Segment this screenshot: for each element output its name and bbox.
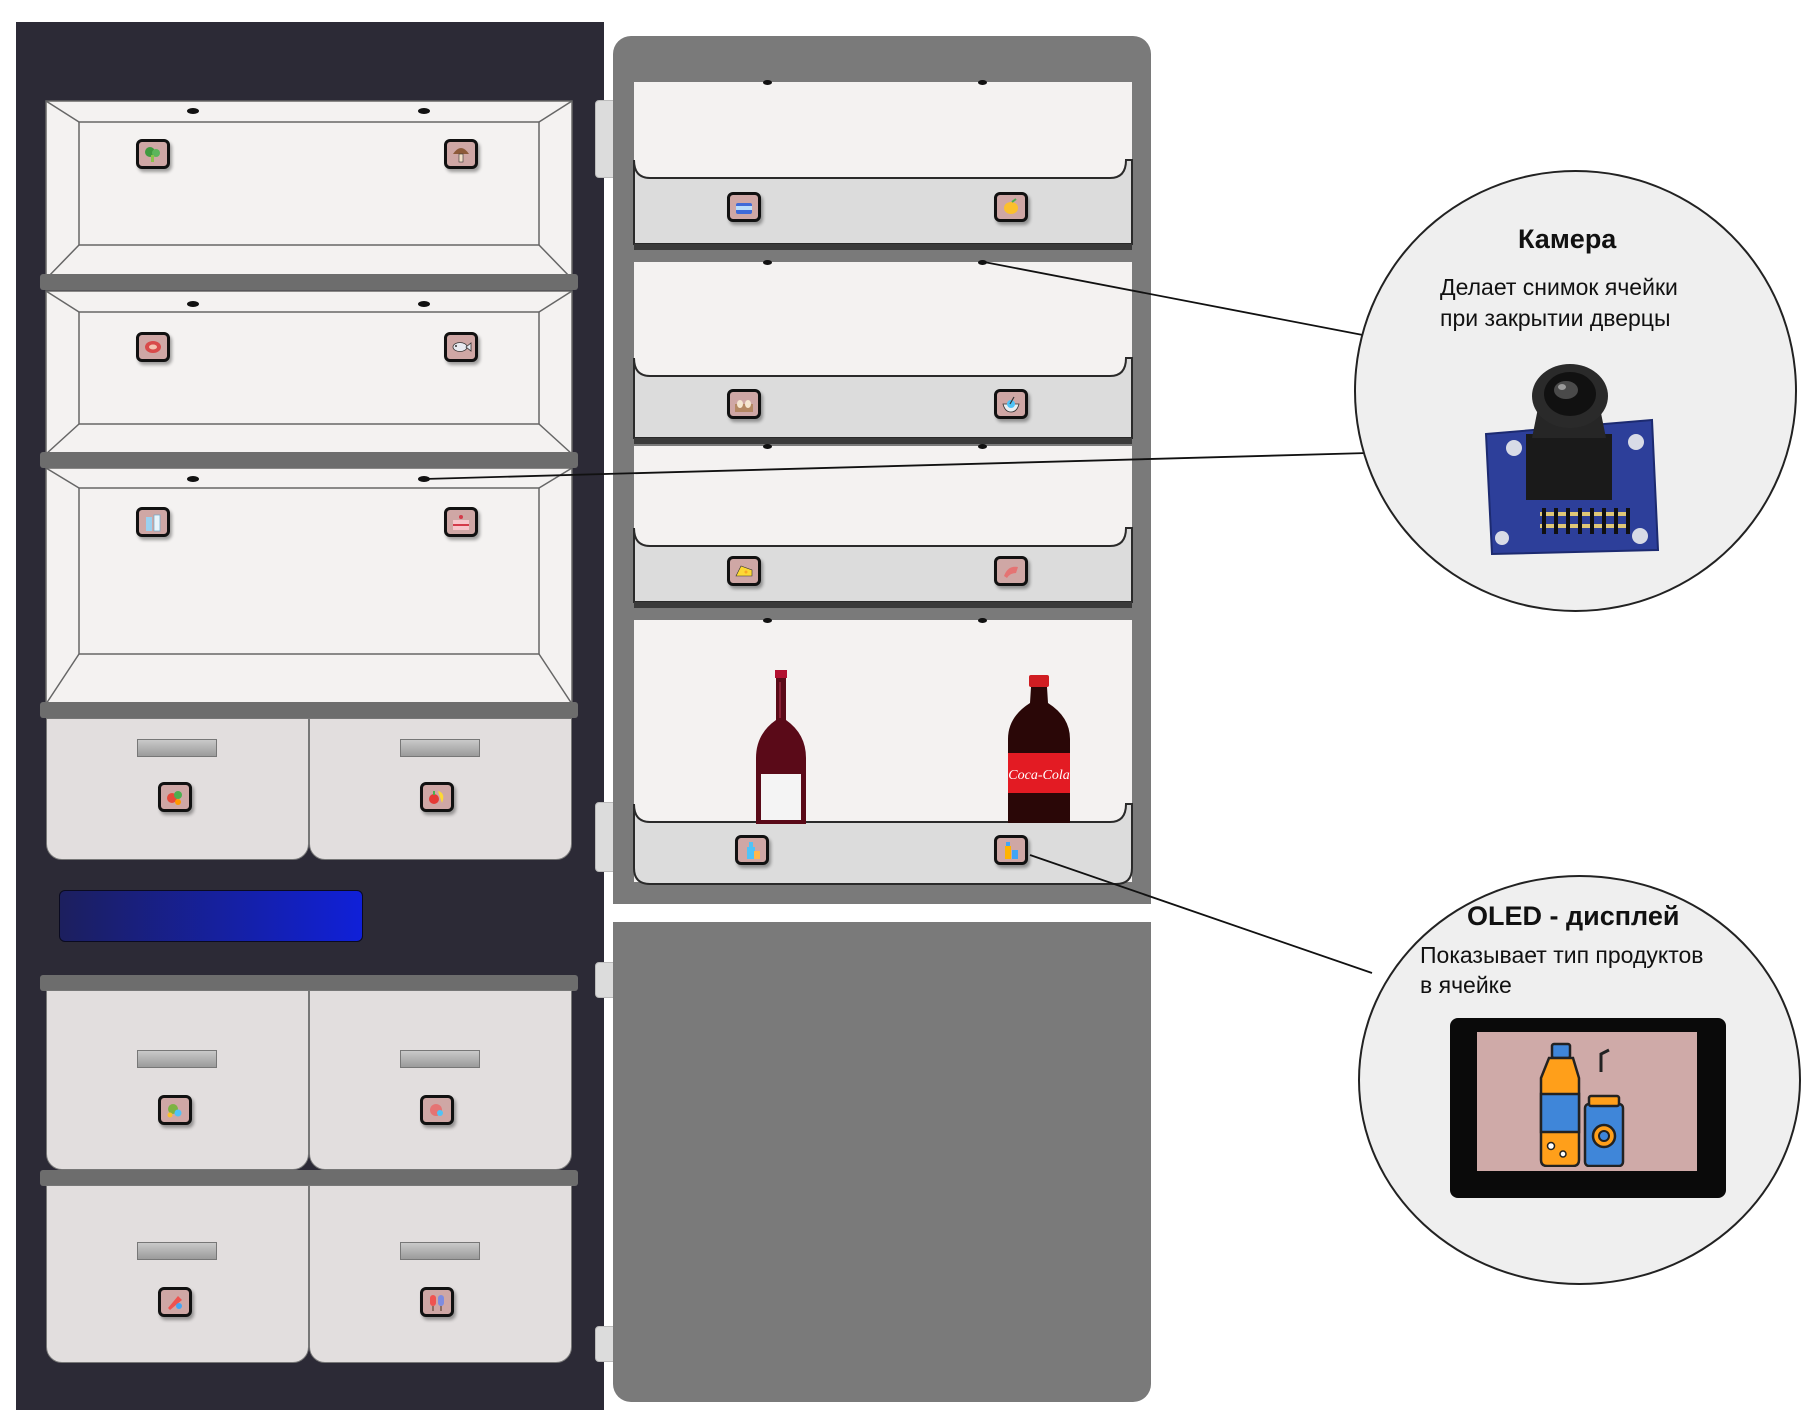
shelf-compartment-2	[45, 290, 573, 455]
tag-citrus	[994, 192, 1028, 222]
tag-frozen-snacks	[158, 1287, 192, 1317]
door-tray-2	[633, 357, 1133, 439]
herbs-icon	[167, 1104, 182, 1118]
oled-desc-line1: Показывает тип продуктов	[1420, 942, 1704, 968]
drinks-display-icon	[1539, 1042, 1625, 1167]
blue-display-panel	[59, 890, 363, 942]
broccoli-icon	[145, 147, 160, 162]
cake-icon	[453, 515, 469, 530]
tag-herbs	[158, 1095, 192, 1125]
wine-bottle-icon	[747, 842, 760, 859]
milk-icon	[146, 514, 161, 532]
camera-dot	[187, 108, 199, 114]
eggs-icon	[735, 400, 753, 412]
camera-dot	[763, 444, 772, 449]
drawer-handle[interactable]	[137, 1242, 217, 1260]
camera-dot	[763, 80, 772, 85]
fridge-shelves	[45, 100, 573, 705]
door-shelf-edge	[634, 602, 1132, 608]
wine-bottle-image	[756, 670, 806, 824]
camera-desc-line1: Делает снимок ячейки	[1440, 274, 1678, 300]
drawer-lower-right-2[interactable]	[309, 1185, 572, 1363]
tag-canned	[727, 192, 761, 222]
camera-dot	[978, 444, 987, 449]
camera-dot	[187, 301, 199, 307]
drawer-lower-left-1[interactable]	[46, 990, 309, 1170]
fridge-door-lower[interactable]	[613, 922, 1151, 1402]
tag-vegetables	[158, 782, 192, 812]
door-tray-3	[633, 527, 1133, 603]
rocket-popsicle-icon	[168, 1296, 182, 1310]
drawer-handle[interactable]	[137, 739, 217, 757]
tag-fish	[444, 332, 478, 362]
camera-dot	[187, 476, 199, 482]
drawer-lower-right-1[interactable]	[309, 990, 572, 1170]
camera-dot	[978, 80, 987, 85]
camera-dot	[418, 108, 430, 114]
tag-dairy	[136, 507, 170, 537]
camera-dot	[978, 260, 987, 265]
door-tray-1	[633, 159, 1133, 245]
tag-seafood	[420, 1095, 454, 1125]
tag-eggs	[727, 389, 761, 419]
oled-screen	[1477, 1032, 1697, 1171]
oled-desc-line2: в ячейке	[1420, 972, 1512, 998]
oled-display-device	[1450, 1018, 1726, 1198]
tag-cheese	[727, 556, 761, 586]
tag-drinks	[994, 835, 1028, 865]
tag-greens	[136, 139, 170, 169]
ice-cream-icon	[430, 1295, 444, 1311]
tag-alcohol	[735, 835, 769, 865]
mushroom-icon	[453, 148, 469, 163]
camera-dot	[763, 618, 772, 623]
shelf-divider	[40, 1170, 578, 1186]
camera-dot	[418, 476, 430, 482]
camera-dot	[978, 618, 987, 623]
drawer-handle[interactable]	[400, 1050, 480, 1068]
tag-mushroom	[444, 139, 478, 169]
steak-icon	[145, 341, 161, 353]
tag-meat	[136, 332, 170, 362]
tag-cake	[444, 507, 478, 537]
fish-icon	[452, 342, 472, 352]
camera-dot	[763, 260, 772, 265]
shelf-divider	[40, 702, 578, 718]
tag-sausage	[994, 556, 1028, 586]
sauce-bowl-icon	[1002, 396, 1020, 413]
tag-fruits	[420, 782, 454, 812]
shelf-divider	[40, 452, 578, 468]
door-shelf-edge	[634, 438, 1132, 444]
tag-ice-cream	[420, 1287, 454, 1317]
cola-bottle-image: Coca-Cola	[1008, 675, 1070, 823]
camera-module-icon	[1484, 364, 1660, 556]
seafood-icon	[430, 1104, 443, 1116]
canned-food-icon	[736, 203, 752, 214]
drawer-lower-left-2[interactable]	[46, 1185, 309, 1363]
camera-dot	[418, 301, 430, 307]
drawer-handle[interactable]	[400, 1242, 480, 1260]
sausage-icon	[1004, 566, 1018, 578]
lemon-icon	[1004, 198, 1018, 214]
tag-sauces	[994, 389, 1028, 419]
camera-desc-line2: при закрытии дверцы	[1440, 305, 1671, 331]
vegetables-icon	[167, 791, 182, 805]
door-shelf-edge	[634, 244, 1132, 250]
shelf-compartment-3	[45, 467, 573, 705]
shelf-divider	[40, 274, 578, 290]
fruits-icon	[429, 791, 444, 804]
shelf-divider	[40, 975, 578, 991]
oled-title: OLED - дисплей	[1467, 901, 1680, 931]
shelf-compartment-1	[45, 100, 573, 280]
cola-label: Coca-Cola	[1008, 768, 1069, 783]
cheese-icon	[735, 565, 753, 577]
drawer-handle[interactable]	[400, 739, 480, 757]
drawer-handle[interactable]	[137, 1050, 217, 1068]
soda-bottle-icon	[1005, 842, 1018, 859]
camera-title: Камера	[1518, 224, 1617, 254]
